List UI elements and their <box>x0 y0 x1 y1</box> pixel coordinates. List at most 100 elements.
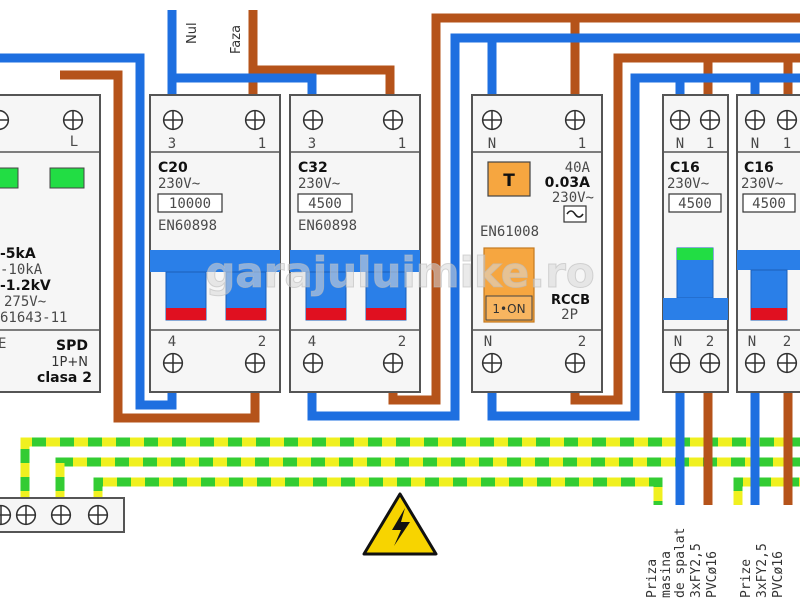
watermark: garajuluimike.ro <box>205 248 594 297</box>
spd-spec-3: -1.2kV <box>0 278 51 294</box>
circuit-2-label: Prize 3xFY2,5 PVCø16 <box>739 543 786 598</box>
c32-terminal-4: 4 <box>308 334 316 350</box>
earth-screw-3-icon[interactable] <box>50 504 72 526</box>
breaker-c16-sockets: N 1 C16 230V~ 4500 N 2 <box>736 94 800 393</box>
c16a-terminal-n-top: N <box>676 136 684 152</box>
c20-terminal-4: 4 <box>168 334 176 350</box>
high-voltage-warning-icon <box>362 492 438 556</box>
earth-terminal-block <box>0 497 125 533</box>
rccb-standard: EN61008 <box>480 224 539 240</box>
c16a-toggle[interactable] <box>677 248 713 260</box>
c16a-terminal-n-bottom: N <box>674 334 682 350</box>
c16a-terminal-1: 1 <box>706 136 714 152</box>
rccb-test-label: T <box>503 171 515 191</box>
rccb-bottom-right-screw-icon[interactable] <box>564 352 586 374</box>
c32-voltage: 230V~ <box>298 176 340 192</box>
c32-terminal-2: 2 <box>398 334 406 350</box>
circuit-1-line-1: Priza <box>645 559 660 598</box>
c16b-top-left-screw-icon[interactable] <box>744 109 766 131</box>
c20-right-toggle[interactable] <box>226 308 266 320</box>
c32-top-right-screw-icon[interactable] <box>382 109 404 131</box>
c32-standard: EN60898 <box>298 218 357 234</box>
rccb-voltage: 230V~ <box>552 190 594 206</box>
c20-breaking-capacity: 10000 <box>169 196 211 212</box>
c32-bottom-right-screw-icon[interactable] <box>382 352 404 374</box>
nul-label: Nul <box>185 22 200 44</box>
rccb-top-right-screw-icon[interactable] <box>564 109 586 131</box>
c20-left-toggle[interactable] <box>166 308 206 320</box>
c16b-rating: C16 <box>744 160 774 176</box>
c16b-top-right-screw-icon[interactable] <box>776 109 798 131</box>
c16b-terminal-2: 2 <box>783 334 791 350</box>
rccb-name: RCCB <box>551 293 590 308</box>
rccb-top-left-screw-icon[interactable] <box>481 109 503 131</box>
c32-bottom-left-screw-icon[interactable] <box>302 352 324 374</box>
rccb-terminal-n-top: N <box>488 136 496 152</box>
spd-top-right-screw-icon[interactable] <box>62 109 84 131</box>
circuit-1-line-2: masina <box>659 551 674 598</box>
c16b-terminal-1: 1 <box>783 136 791 152</box>
c20-top-left-screw-icon[interactable] <box>162 109 184 131</box>
c16b-voltage: 230V~ <box>741 176 783 192</box>
neutral-wires <box>0 10 800 505</box>
spd-spec-4: 275V~ <box>4 294 46 310</box>
c16a-top-left-screw-icon[interactable] <box>669 109 691 131</box>
c16a-voltage: 230V~ <box>667 176 709 192</box>
c32-rating: C32 <box>298 160 328 176</box>
c16a-bottom-left-screw-icon[interactable] <box>669 352 691 374</box>
c32-terminal-3: 3 <box>308 136 316 152</box>
rccb-module: N 1 T 40A 0.03A 230V~ EN61008 1•ON RCCB … <box>471 94 603 393</box>
spd-module: L -5kA -10kA -1.2kV 275V~ 61643-11 E SPD… <box>0 94 101 393</box>
circuit-1-line-5: PVCø16 <box>705 551 720 598</box>
rccb-terminal-2: 2 <box>578 334 586 350</box>
c16b-terminal-n-bottom: N <box>748 334 756 350</box>
rccb-switch-label: 1•ON <box>492 302 525 316</box>
spd-terminal-l: L <box>70 134 78 150</box>
c20-standard: EN60898 <box>158 218 217 234</box>
rccb-bottom-left-screw-icon[interactable] <box>481 352 503 374</box>
c20-voltage: 230V~ <box>158 176 200 192</box>
circuit-2-line-1: Prize <box>739 559 754 598</box>
c32-top-left-screw-icon[interactable] <box>302 109 324 131</box>
c16b-bottom-left-screw-icon[interactable] <box>744 352 766 374</box>
spd-spec-2: -10kA <box>0 262 43 278</box>
spd-spec-5: 61643-11 <box>0 310 67 326</box>
c32-left-toggle[interactable] <box>306 308 346 320</box>
c20-terminal-3: 3 <box>168 136 176 152</box>
c16a-bottom-right-screw-icon[interactable] <box>699 352 721 374</box>
c20-bottom-right-screw-icon[interactable] <box>244 352 266 374</box>
breaker-c32: 3 1 C32 230V~ 4500 EN60898 4 2 <box>289 94 421 393</box>
c32-terminal-1: 1 <box>398 136 406 152</box>
c32-breaking-capacity: 4500 <box>308 196 342 212</box>
c20-bottom-left-screw-icon[interactable] <box>162 352 184 374</box>
c16b-bottom-right-screw-icon[interactable] <box>776 352 798 374</box>
c32-right-toggle[interactable] <box>366 308 406 320</box>
rccb-terminal-1: 1 <box>578 136 586 152</box>
spd-name: SPD <box>56 338 88 354</box>
circuit-1-label: Priza masina de spalat 3xFY2,5 PVCø16 <box>645 528 720 598</box>
breaker-c20: 3 1 C20 230V~ 10000 EN60898 4 2 <box>149 94 281 393</box>
spd-class: clasa 2 <box>37 370 92 386</box>
rccb-test-button[interactable] <box>487 161 531 197</box>
rccb-current: 40A <box>565 160 591 176</box>
breaker-c16-washing-machine: N 1 C16 230V~ 4500 N 2 <box>662 94 729 393</box>
circuit-2-line-2: 3xFY2,5 <box>755 543 770 598</box>
c16a-top-right-screw-icon[interactable] <box>699 109 721 131</box>
spd-spec-1: -5kA <box>0 246 36 262</box>
c16b-terminal-n-top: N <box>751 136 759 152</box>
c20-top-right-screw-icon[interactable] <box>244 109 266 131</box>
rccb-poles: 2P <box>561 307 578 323</box>
c20-terminal-2: 2 <box>258 334 266 350</box>
spd-poles: 1P+N <box>51 355 88 370</box>
c16b-breaking-capacity: 4500 <box>752 196 786 212</box>
c16a-terminal-2: 2 <box>706 334 714 350</box>
rccb-sensitivity: 0.03A <box>545 175 591 191</box>
c16b-toggle[interactable] <box>751 308 787 320</box>
earth-screw-4-icon[interactable] <box>87 504 109 526</box>
spd-right-indicator <box>49 167 85 189</box>
earth-screw-2-icon[interactable] <box>15 504 37 526</box>
spd-terminal-e: E <box>0 336 6 352</box>
circuit-2-line-3: PVCø16 <box>771 551 786 598</box>
c16a-breaking-capacity: 4500 <box>678 196 712 212</box>
